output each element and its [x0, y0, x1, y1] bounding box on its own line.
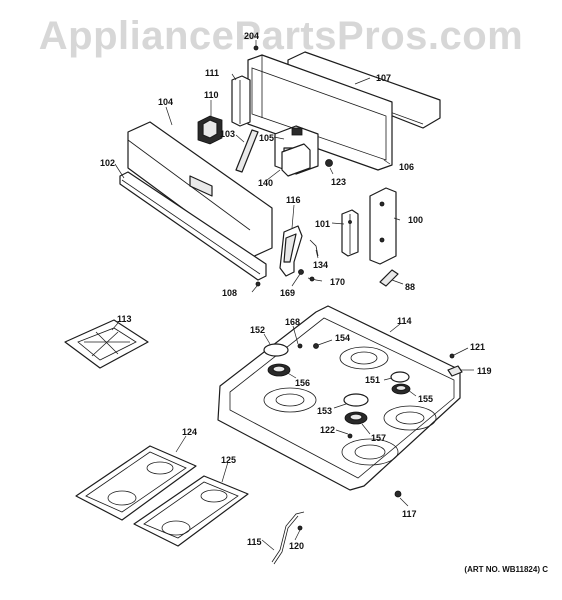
- part-115-wire[interactable]: [271, 511, 305, 565]
- callout-168: 168: [285, 317, 300, 327]
- part-156-burner-head[interactable]: [267, 363, 291, 377]
- callout-134: 134: [313, 260, 328, 270]
- part-88-spacer[interactable]: [379, 269, 399, 287]
- callout-103: 103: [220, 129, 235, 139]
- callout-153: 153: [317, 406, 332, 416]
- callout-155: 155: [418, 394, 433, 404]
- callout-116: 116: [286, 195, 301, 205]
- part-100-side-bracket[interactable]: [369, 187, 397, 265]
- part-101-bracket[interactable]: [341, 209, 359, 257]
- burner-well-rear-left: [263, 387, 317, 413]
- part-111-bracket[interactable]: [231, 75, 251, 127]
- callout-124: 124: [182, 427, 197, 437]
- part-204-screw[interactable]: [253, 45, 259, 51]
- part-123-knob[interactable]: [325, 159, 333, 167]
- callout-113: 113: [117, 314, 132, 324]
- part-134-clip[interactable]: [309, 239, 319, 257]
- callout-102: 102: [100, 158, 115, 168]
- callout-101: 101: [315, 219, 330, 229]
- callout-121: 121: [470, 342, 485, 352]
- callout-123: 123: [331, 177, 346, 187]
- part-119-clip[interactable]: [447, 365, 463, 377]
- callout-204: 204: [244, 31, 259, 41]
- part-121-screw[interactable]: [449, 353, 455, 359]
- part-154-igniter[interactable]: [313, 343, 319, 349]
- part-103-wire-harness[interactable]: [235, 129, 259, 173]
- part-104-backsplash[interactable]: [127, 121, 273, 259]
- callout-170: 170: [330, 277, 345, 287]
- part-102-trim-strip[interactable]: [119, 171, 267, 281]
- burner-well-front-left: [341, 438, 399, 466]
- part-140-overlay[interactable]: [281, 143, 311, 177]
- callout-119: 119: [477, 366, 492, 376]
- callout-117: 117: [402, 509, 417, 519]
- part-155-burner-head[interactable]: [391, 383, 411, 395]
- callout-100: 100: [408, 215, 423, 225]
- leader-lines: [111, 40, 474, 551]
- burner-well-front-right: [383, 405, 437, 431]
- part-153-burner-cap[interactable]: [343, 393, 369, 407]
- callout-140: 140: [258, 178, 273, 188]
- callout-120: 120: [289, 541, 304, 551]
- callout-110: 110: [204, 90, 219, 100]
- part-151-burner-cap[interactable]: [390, 371, 410, 383]
- part-125-drip-pan[interactable]: [133, 475, 249, 547]
- watermark-logo: AppliancePartsPros.com: [38, 14, 524, 58]
- callout-154: 154: [335, 333, 350, 343]
- callout-125: 125: [221, 455, 236, 465]
- part-106-rear-panel[interactable]: [247, 54, 393, 171]
- part-170-screw[interactable]: [307, 276, 317, 282]
- part-117-screw[interactable]: [394, 490, 402, 498]
- callout-157: 157: [371, 433, 386, 443]
- part-168-screw[interactable]: [297, 343, 303, 349]
- part-122-screw[interactable]: [347, 433, 353, 439]
- callout-88: 88: [405, 282, 415, 292]
- callout-labels: 204 111 107 104 110 103 105 106 123 140 …: [100, 31, 492, 551]
- callout-106: 106: [399, 162, 414, 172]
- callout-151: 151: [365, 375, 380, 385]
- part-157-burner-head[interactable]: [344, 411, 368, 425]
- callout-114: 114: [397, 316, 412, 326]
- callout-122: 122: [320, 425, 335, 435]
- part-124-drip-pan[interactable]: [75, 445, 197, 521]
- callout-169: 169: [280, 288, 295, 298]
- part-169-screw[interactable]: [298, 269, 304, 275]
- part-113-burner-grate[interactable]: [64, 319, 149, 369]
- part-152-burner-cap[interactable]: [263, 343, 289, 357]
- callout-156: 156: [295, 378, 310, 388]
- art-number: (ART NO. WB11824) C: [464, 565, 548, 574]
- burner-well-rear-right: [339, 346, 389, 370]
- callout-104: 104: [158, 97, 173, 107]
- callout-115: 115: [247, 537, 262, 547]
- part-120-screw[interactable]: [297, 525, 303, 531]
- part-116-bracket[interactable]: [279, 225, 303, 277]
- callout-111: 111: [205, 68, 219, 78]
- part-108-screw[interactable]: [255, 281, 261, 287]
- callout-108: 108: [222, 288, 237, 298]
- callout-152: 152: [250, 325, 265, 335]
- part-110-module[interactable]: [197, 115, 223, 145]
- callout-107: 107: [376, 73, 391, 83]
- callout-105: 105: [259, 133, 274, 143]
